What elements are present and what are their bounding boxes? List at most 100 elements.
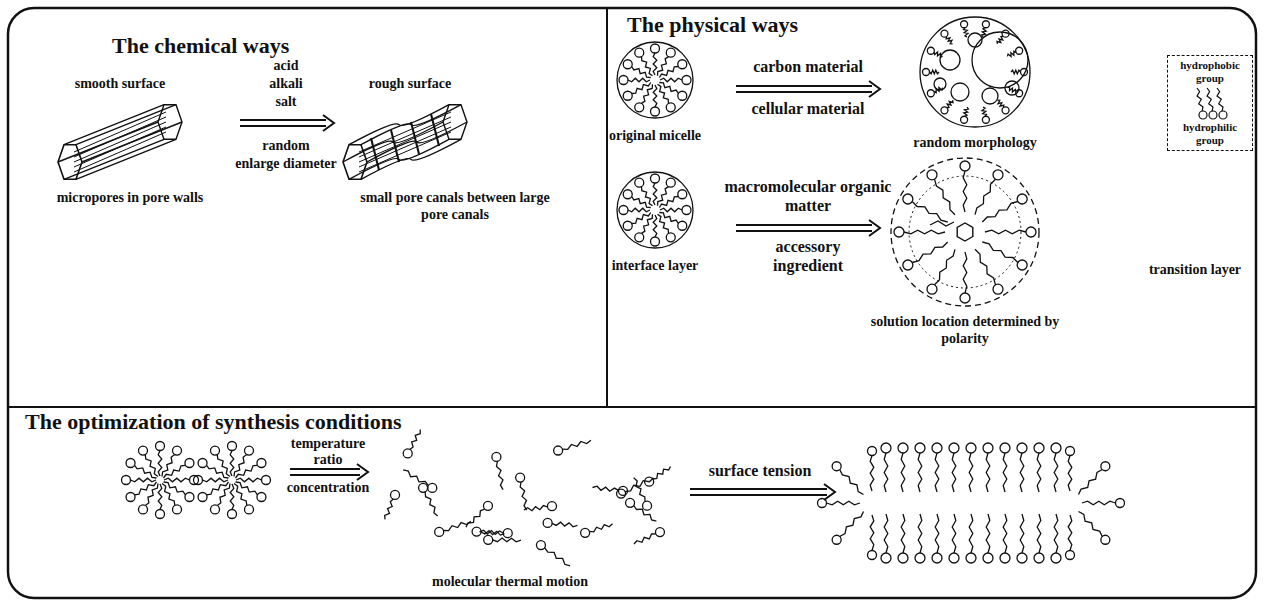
- hydrophobic-tail: [982, 242, 1018, 263]
- hydrophilic-head: [185, 493, 194, 502]
- hydrophilic-head: [626, 498, 635, 507]
- hydrophobic-tail: [975, 249, 996, 284]
- panel-divider: [606, 8, 608, 407]
- hydrophilic-head: [903, 194, 913, 204]
- hydrophobic-tail: [1082, 501, 1116, 505]
- hydrophilic-head: [484, 535, 493, 544]
- hydrophobic-tail: [164, 478, 190, 482]
- micelle-outline: [617, 42, 693, 118]
- hydrophobic-tail: [1020, 514, 1024, 553]
- cross-canal: [431, 114, 439, 146]
- hydrophobic-tail: [131, 478, 157, 482]
- arrow-head: [323, 115, 334, 131]
- hydrophilic-head: [173, 446, 182, 455]
- hydrophobic-tail: [628, 208, 650, 212]
- cavity: [972, 32, 1028, 88]
- hydrophobic-tail: [162, 484, 175, 506]
- hydrophilic-head: [1016, 90, 1023, 97]
- hydrophilic-head: [927, 284, 937, 294]
- hydrophobic-tail: [934, 87, 943, 92]
- hydrophilic-head: [678, 190, 687, 199]
- hydrophobic-tail: [524, 506, 548, 511]
- hydrophobic-tail: [634, 534, 656, 544]
- hydrophilic-head: [139, 446, 148, 455]
- hydrophobic-tail: [934, 52, 943, 57]
- hydrophobic-tail: [1007, 87, 1016, 92]
- hydrophilic-head: [678, 91, 687, 100]
- hydrophobic-tail: [230, 451, 234, 477]
- hydrophilic-head: [982, 21, 989, 28]
- hydrophilic-head: [211, 446, 220, 455]
- hydrophilic-head: [915, 443, 925, 453]
- annotation-label: interface layer: [575, 258, 735, 275]
- hydrophilic-head: [228, 510, 237, 519]
- annotation-label: temperature: [273, 436, 383, 453]
- cavity: [940, 50, 960, 70]
- hydrophilic-head: [198, 459, 207, 468]
- process-arrow: [240, 125, 326, 127]
- hydrophilic-head: [1051, 553, 1061, 563]
- interface-boundary: [909, 176, 1021, 288]
- hydrophilic-head: [503, 529, 512, 538]
- hydrophilic-head: [894, 227, 904, 237]
- hydrophilic-head: [257, 493, 266, 502]
- hydrophobic-tail: [659, 67, 678, 78]
- outer-frame: [8, 8, 1256, 598]
- hydrophilic-head: [1017, 443, 1027, 453]
- hydrophobic-tail: [935, 453, 939, 492]
- hydrophilic-head: [961, 116, 968, 123]
- hydrophilic-head: [1021, 69, 1028, 76]
- hydrophilic-head: [927, 90, 934, 97]
- hydrophobic-tail: [904, 230, 945, 234]
- annotation-label: carbon material: [713, 58, 903, 77]
- hydrophilic-head: [983, 443, 993, 453]
- hydrophilic-head: [666, 48, 675, 57]
- hydrophobic-tail: [963, 252, 967, 293]
- hydrophobic-tail: [901, 453, 905, 492]
- hydrophobic-tail: [520, 482, 527, 510]
- hydrophilic-head: [156, 510, 165, 519]
- hydrophobic-tail: [946, 36, 952, 44]
- hydrophobic-tail: [480, 530, 504, 534]
- hydrophobic-tail: [935, 179, 956, 215]
- hydrophilic-head: [623, 60, 632, 69]
- hydrophobic-tail: [912, 242, 948, 263]
- hydrophilic-head: [966, 553, 976, 563]
- annotation-label: random: [241, 138, 331, 155]
- hydrophilic-head: [966, 443, 976, 453]
- hydrophilic-head: [122, 476, 131, 485]
- hydrophobic-tail: [840, 470, 864, 495]
- pore-canal: [74, 112, 166, 152]
- hydrophobic-tail: [217, 455, 230, 477]
- hydrophilic-head: [818, 499, 827, 508]
- hydrophilic-head: [651, 237, 660, 246]
- hydrophilic-head: [1101, 535, 1110, 544]
- hydrophobic-tail: [884, 453, 888, 492]
- hydrophilic-head: [868, 551, 877, 560]
- arrow-head: [869, 220, 880, 236]
- panel-heading: The physical ways: [627, 12, 798, 38]
- process-arrow: [736, 230, 872, 232]
- hydrophilic-head: [666, 233, 675, 242]
- hydrophobic-tail: [1003, 453, 1007, 492]
- hydrophobic-tail: [870, 456, 874, 492]
- hydrophobic-tail: [593, 486, 619, 491]
- hydrophilic-head: [868, 447, 877, 456]
- annotation-label: cellular material: [713, 100, 903, 119]
- hydrophobic-tail: [935, 514, 939, 553]
- hydrophilic-head: [949, 443, 959, 453]
- hydrophobic-tail: [827, 501, 861, 505]
- hydrophilic-head: [257, 459, 266, 468]
- hydrophobic-tail: [964, 107, 969, 116]
- hydrophilic-head: [619, 206, 628, 215]
- hydrophobic-tail: [997, 36, 1003, 44]
- hydrophilic-head: [536, 541, 545, 550]
- hydrophobic-tail: [545, 548, 571, 566]
- hydrophilic-head: [185, 459, 194, 468]
- hydrophobic-tail: [935, 249, 956, 284]
- hydrophilic-head: [1000, 443, 1010, 453]
- hydrophobic-tail: [969, 514, 973, 553]
- annotation-label: ratio: [273, 452, 383, 469]
- hydrophobic-tail: [230, 484, 234, 510]
- annotation-label: alkali: [241, 76, 331, 93]
